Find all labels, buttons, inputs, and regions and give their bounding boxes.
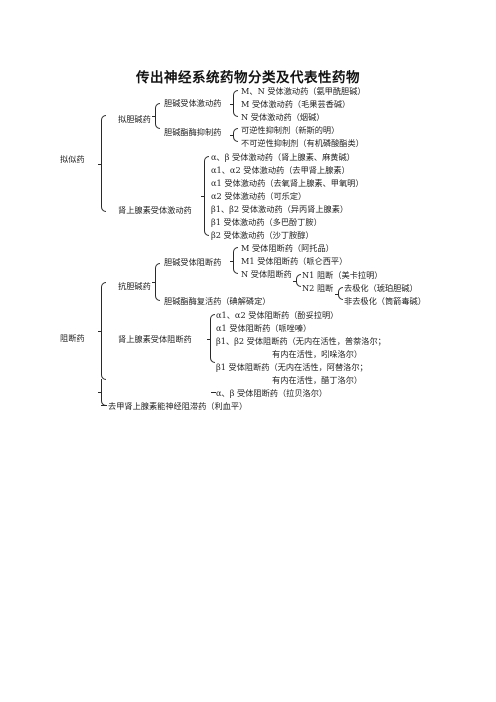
root-antagonist-bracket: [98, 282, 106, 380]
adrenergic-agonist-item-5: β1、β2 受体激动药（异丙肾上腺素）: [211, 204, 349, 214]
adrenergic-agonist-item-3: α1 受体激动药（去氧肾上腺素、甲氧明）: [211, 178, 364, 188]
adrenergic-agonist-item-6: β1 受体激动药（多巴酚丁胺）: [211, 217, 322, 227]
cholinergic-agonist-item-2: M 受体激动药（毛果芸香碱）: [241, 99, 351, 109]
adrenergic-blocker-item-5: α、β 受体阻断药（拉贝洛尔）: [216, 388, 328, 398]
n1-blocker-item: N1 阻断（美卡拉明）: [302, 270, 383, 280]
adrenergic-blocker-item-4-cont: 有内在活性，醋丁洛尔）: [272, 375, 363, 385]
ache-inhibitor-item-2: 不可逆性抑制剂（有机磷酸酯类）: [241, 138, 364, 148]
root-agonist-bracket: [98, 115, 106, 212]
neuron-blocker-label: 去甲肾上腺素能神经阻滞药（利血平）: [108, 401, 248, 411]
adrenergic-agonist-bracket: [201, 156, 209, 236]
root-antagonist-bracket-tail: [98, 379, 106, 406]
m-blocker-item: M 受体阻断药（阿托品）: [241, 243, 334, 253]
n2-nondepolarizing-item: 非去极化（筒箭毒碱）: [344, 296, 426, 306]
adrenergic-blocker-item-1: α1、α2 受体阻断药（酚妥拉明）: [216, 310, 339, 320]
adrenergic-agonist-label: 肾上腺素受体激动药: [118, 205, 192, 215]
adrenergic-blocker-label: 肾上腺素受体阻断药: [118, 334, 192, 344]
ache-inhibitor-bracket: [230, 128, 238, 142]
cholinergic-agonist-bracket: [230, 90, 238, 117]
adrenergic-agonist-item-4: α2 受体激动药（可乐定）: [211, 191, 307, 201]
cholinergic-agonist-item-1: M、N 受体激动药（氨甲酰胆碱）: [241, 86, 366, 96]
adrenergic-agonist-item-7: β2 受体激动药（沙丁胺醇）: [211, 230, 314, 240]
ache-reactivator-label: 胆碱酯酶复活药（碘解磷定）: [164, 296, 271, 306]
n2-blocker-label: N2 阻断: [302, 283, 334, 293]
adrenergic-blocker-item-3-cont: 有内在活性，吲哚洛尔）: [272, 349, 363, 359]
cholinergic-agonist-label: 胆碱受体激动药: [164, 98, 222, 108]
root-agonist-label: 拟似药: [60, 154, 85, 164]
n-blocker-bracket: [293, 274, 301, 287]
n2-blocker-bracket: [335, 287, 343, 300]
page-title: 传出神经系统药物分类及代表性药物: [136, 70, 360, 86]
adrenergic-blocker-bracket: [207, 314, 215, 363]
n2-depolarizing-item: 去极化（琥珀胆碱）: [344, 283, 418, 293]
anticholinergic-bracket: [152, 263, 160, 301]
adrenergic-agonist-item-2: α1、α2 受体激动药（去甲肾上腺素）: [211, 165, 350, 175]
cholinergic-blocker-label: 胆碱受体阻断药: [164, 257, 222, 267]
root-antagonist-label: 阻断药: [60, 333, 85, 343]
ache-inhibitor-label: 胆碱酯酶抑制药: [164, 127, 222, 137]
cholinomimetic-label: 拟胆碱药: [118, 114, 151, 124]
anticholinergic-label: 抗胆碱药: [118, 281, 151, 291]
adrenergic-agonist-item-1: α、β 受体激动药（肾上腺素、麻黄碱）: [211, 152, 355, 162]
cholinergic-agonist-item-3: N 受体激动药（烟碱）: [241, 112, 325, 122]
adrenergic-blocker-item-2: α1 受体阻断药（哌唑嗪）: [216, 323, 312, 333]
cholinomimetic-bracket: [152, 103, 160, 129]
ache-inhibitor-item-1: 可逆性抑制剂（新斯的明）: [241, 125, 340, 135]
m1-blocker-item: M1 受体阻断药（哌仑西平）: [241, 256, 348, 266]
cholinergic-blocker-bracket: [230, 247, 238, 274]
adrenergic-blocker-item-4: β1 受体阻断药（无内在活性，阿替洛尔；: [216, 362, 368, 372]
adrenergic-blocker-item-3: β1、β2 受体阻断药（无内在活性，普萘洛尔；: [216, 336, 386, 346]
adrenergic-blocker-tick: [211, 392, 216, 393]
n-blocker-label: N 受体阻断药: [241, 269, 292, 279]
